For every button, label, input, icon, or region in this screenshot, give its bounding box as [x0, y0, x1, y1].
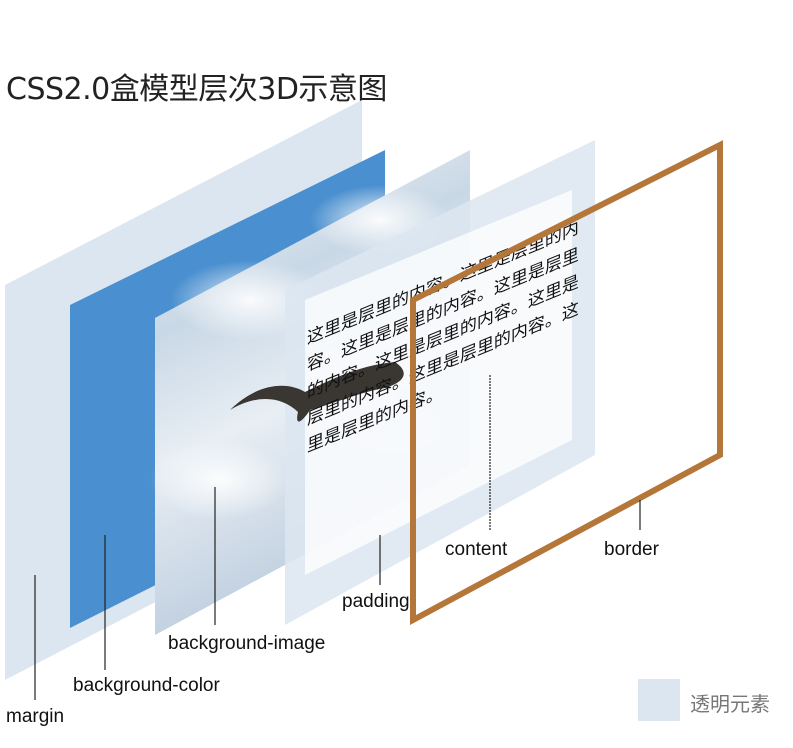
background-color-label: background-color [73, 675, 220, 696]
border-label: border [604, 539, 659, 560]
padding-label: padding [342, 591, 410, 612]
leader-lines [34, 375, 641, 700]
background-image-label: background-image [168, 633, 326, 654]
bird-image [230, 362, 404, 422]
padding-layer [285, 140, 595, 625]
margin-label: margin [6, 706, 65, 727]
diagram-title: CSS2.0盒模型层次3D示意图 [6, 72, 387, 107]
content-label: content [445, 539, 508, 560]
legend-swatch [638, 679, 680, 721]
border-layer [410, 140, 723, 626]
legend-label: 透明元素 [690, 692, 770, 716]
